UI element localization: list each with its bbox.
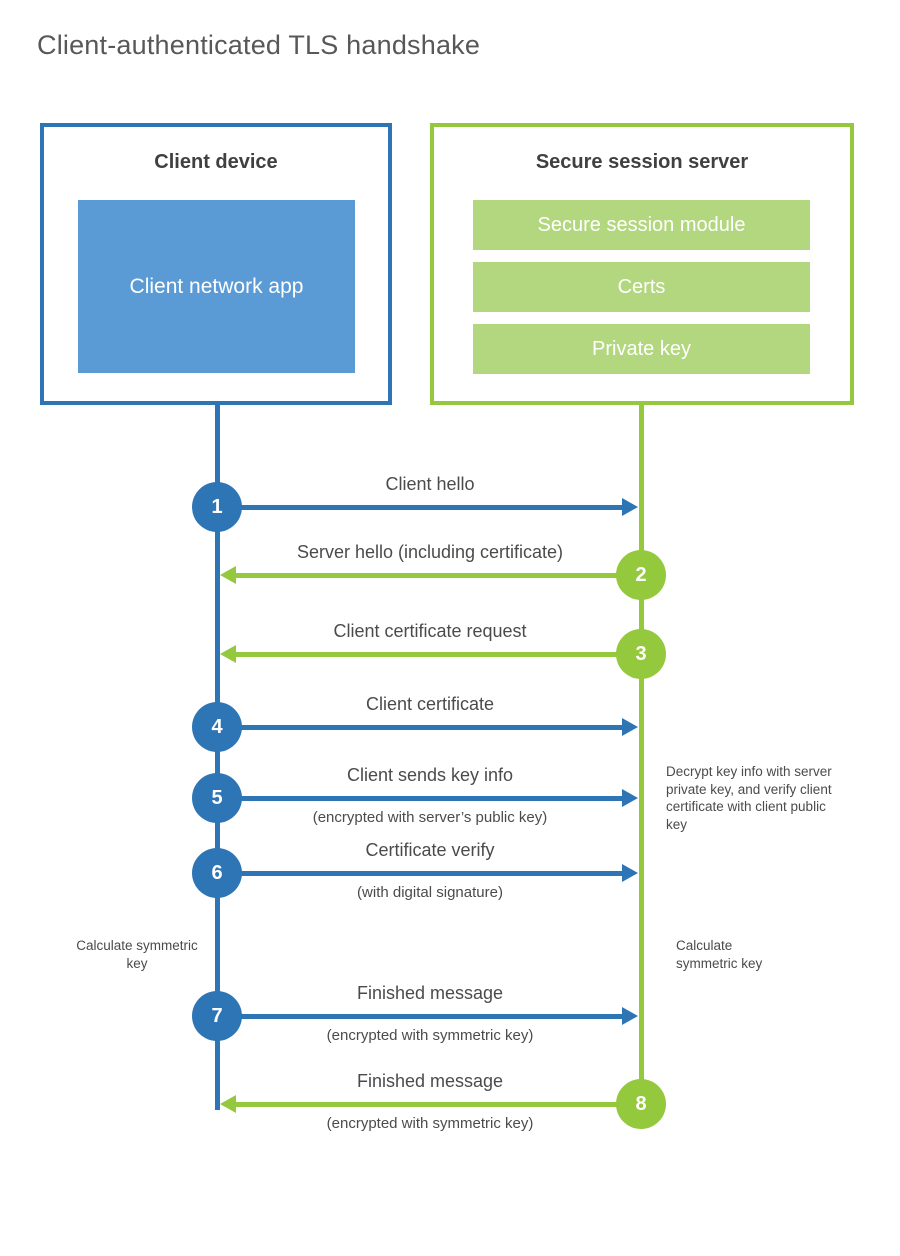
message-arrow-line-1 bbox=[240, 505, 624, 510]
message-label-4: Client certificate bbox=[365, 694, 495, 714]
secure-session-server-box: Secure session server Secure session mod… bbox=[430, 123, 854, 405]
client-network-app-box: Client network app bbox=[78, 200, 355, 373]
step-circle-4: 4 bbox=[192, 702, 242, 752]
step-circle-2: 2 bbox=[616, 550, 666, 600]
client-lifeline bbox=[215, 405, 220, 1110]
step-circle-3: 3 bbox=[616, 629, 666, 679]
message-arrowhead-right-5 bbox=[622, 789, 638, 807]
step-circle-6: 6 bbox=[192, 848, 242, 898]
message-label-8: Finished message bbox=[356, 1071, 504, 1091]
message-arrow-line-2 bbox=[236, 573, 618, 578]
message-sublabel-7: (encrypted with symmetric key) bbox=[326, 1027, 534, 1044]
certs-box: Certs bbox=[473, 262, 810, 312]
message-arrowhead-right-1 bbox=[622, 498, 638, 516]
message-arrow-line-8 bbox=[236, 1102, 618, 1107]
secure-session-server-title: Secure session server bbox=[535, 151, 749, 173]
message-sublabel-8: (encrypted with symmetric key) bbox=[326, 1115, 534, 1132]
message-arrowhead-left-3 bbox=[220, 645, 236, 663]
message-sublabel-5: (encrypted with server’s public key) bbox=[312, 809, 548, 826]
message-arrowhead-left-8 bbox=[220, 1095, 236, 1113]
private-key-box: Private key bbox=[473, 324, 810, 374]
message-sublabel-6: (with digital signature) bbox=[357, 884, 503, 901]
note-calculate-symmetric-key-client: Calculate symmetric key bbox=[76, 938, 198, 971]
message-arrowhead-right-4 bbox=[622, 718, 638, 736]
message-arrowhead-right-7 bbox=[622, 1007, 638, 1025]
message-label-3: Client certificate request bbox=[333, 621, 527, 641]
message-arrow-line-7 bbox=[240, 1014, 624, 1019]
note-decrypt-key-info: Decrypt key info with server private key… bbox=[666, 764, 832, 832]
step-circle-8: 8 bbox=[616, 1079, 666, 1129]
client-device-title: Client device bbox=[154, 151, 278, 173]
message-arrow-line-3 bbox=[236, 652, 618, 657]
message-arrowhead-right-6 bbox=[622, 864, 638, 882]
client-device-box: Client device Client network app bbox=[40, 123, 392, 405]
message-arrow-line-6 bbox=[240, 871, 624, 876]
message-label-6: Certificate verify bbox=[365, 840, 495, 860]
message-arrow-line-5 bbox=[240, 796, 624, 801]
message-label-2: Server hello (including certificate) bbox=[296, 542, 564, 562]
message-arrow-line-4 bbox=[240, 725, 624, 730]
step-circle-7: 7 bbox=[192, 991, 242, 1041]
page-title: Client-authenticated TLS handshake bbox=[37, 30, 481, 60]
message-arrowhead-left-2 bbox=[220, 566, 236, 584]
note-calculate-symmetric-key-server: Calculate symmetric key bbox=[676, 938, 763, 971]
step-circle-1: 1 bbox=[192, 482, 242, 532]
server-lifeline bbox=[639, 405, 644, 1117]
message-label-7: Finished message bbox=[356, 983, 504, 1003]
message-label-5: Client sends key info bbox=[346, 765, 514, 785]
secure-session-module-box: Secure session module bbox=[473, 200, 810, 250]
message-label-1: Client hello bbox=[385, 474, 475, 494]
step-circle-5: 5 bbox=[192, 773, 242, 823]
